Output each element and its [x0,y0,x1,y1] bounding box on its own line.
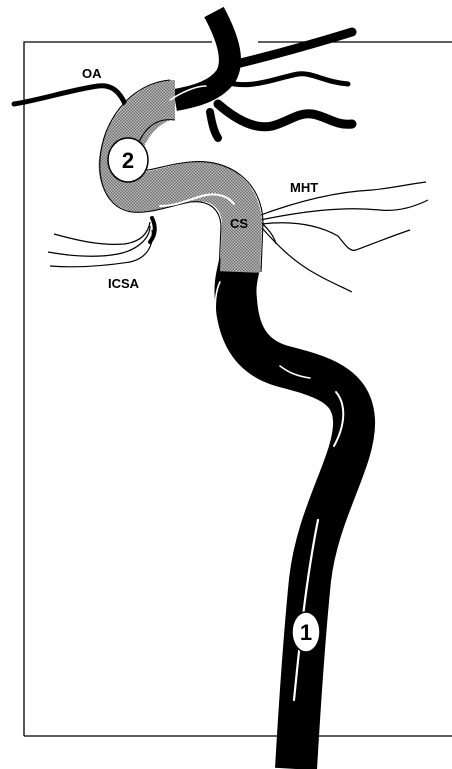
frame-outline [24,42,452,736]
icsa-label: ICSA [108,276,140,291]
segment-1-label: 1 [300,620,312,645]
segment-marker-2: 2 [108,138,148,182]
segment-2-label: 2 [122,148,134,173]
mht-branches [258,182,428,292]
segment-marker-1: 1 [292,612,320,652]
icsa-branches [48,222,152,267]
supraclinoid-branches [175,12,352,138]
mht-label: MHT [290,180,318,195]
oa-label: OA [82,66,102,81]
cs-label: CS [230,216,248,231]
